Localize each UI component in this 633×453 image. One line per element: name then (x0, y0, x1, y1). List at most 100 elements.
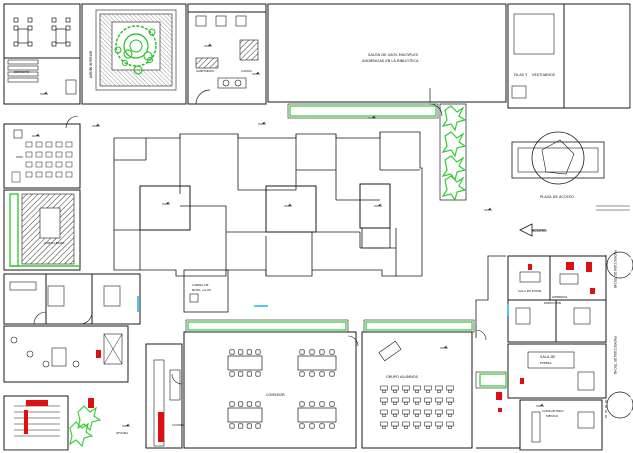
patio-tables (13, 17, 71, 47)
desk-icon (380, 385, 388, 393)
chair-icon (229, 349, 235, 355)
label-oficina: OFICINA (116, 431, 129, 435)
desk-icon (424, 421, 432, 429)
label-filas-1: FILAS Y (514, 73, 528, 77)
cocina (145, 343, 183, 449)
desk-icon (380, 397, 388, 405)
chair-icon (319, 401, 325, 407)
filas-vestuarios (507, 3, 631, 109)
desk-icon (413, 409, 421, 417)
chair-icon (246, 401, 252, 407)
label-jardin: JARDÍN INTERIOR (88, 50, 93, 79)
desk-icon (402, 421, 410, 429)
chair-icon (246, 371, 252, 377)
comedor-tables (227, 355, 337, 423)
desk-icon (446, 385, 454, 393)
label-consultorio-2: MÉDICO (546, 413, 559, 418)
chair-icon (329, 423, 335, 429)
comedor-chairs (229, 349, 335, 429)
north-arrow-icon (519, 223, 546, 237)
desk-icon (413, 421, 421, 429)
label-acceso: ACCESO (532, 229, 547, 233)
chair-icon (255, 401, 261, 407)
label-caballeriza: CABALLERIZA (44, 241, 66, 245)
label-salon-2: AUDIENCIAS EN LA BIBLIOTECA (362, 59, 419, 63)
top-left-patio (3, 3, 81, 105)
label-filas-2: VESTUARIOS (532, 73, 556, 77)
chair-icon (299, 349, 305, 355)
chair-icon (309, 401, 315, 407)
salon-usos-multiples (267, 3, 507, 103)
grupo-alumnos (361, 319, 475, 449)
label-proyeccion-bottom: PROYECCIÓN DE TECHO (613, 336, 618, 375)
desk-icon (380, 421, 388, 429)
label-consultorio-1: CONSULTORIO (542, 409, 564, 413)
chair-icon (255, 371, 261, 377)
section-tags (31, 43, 545, 427)
desk-icon (446, 397, 454, 405)
chair-icon (246, 423, 252, 429)
chair-icon (238, 401, 244, 407)
desk-icon (402, 409, 410, 417)
planter-strip (287, 103, 467, 201)
label-sala-de: SALA DE (540, 355, 556, 359)
chair-icon (319, 423, 325, 429)
label-deposito: DEPÓSITO (14, 69, 30, 74)
desk-icon (446, 421, 454, 429)
label-espera: ESPERA (540, 361, 552, 365)
chair-icon (299, 423, 305, 429)
bathrooms (3, 325, 129, 383)
chair-icon (309, 423, 315, 429)
deposito-hatched (3, 189, 81, 271)
desk-icon (435, 397, 443, 405)
desk-icon (435, 421, 443, 429)
desk-icon (391, 421, 399, 429)
desk-icon (424, 385, 432, 393)
chair-icon (255, 423, 261, 429)
chair-icon (299, 371, 305, 377)
desk-icon (402, 397, 410, 405)
desk-icon (391, 409, 399, 417)
label-cabina: CABINA DE (192, 283, 209, 287)
red-elements (24, 262, 595, 442)
chair-icon (238, 349, 244, 355)
label-grupo-alumnos: GRUPO ALUMNOS (386, 375, 419, 379)
desk-icon (413, 385, 421, 393)
chair-icon (229, 401, 235, 407)
vegetation (9, 49, 507, 448)
chair-icon (329, 371, 335, 377)
consultorio-block (519, 399, 603, 451)
desk-icon (391, 385, 399, 393)
chair-icon (309, 371, 315, 377)
chair-icon (229, 371, 235, 377)
plaza-acceso (511, 131, 630, 211)
chair-icon (238, 371, 244, 377)
gerencia-block (507, 255, 607, 343)
room-labels: SALÓN DE USOS MÚLTIPLES AUDIENCIAS EN LA… (14, 50, 618, 435)
chair-icon (246, 349, 252, 355)
desk-icon (391, 397, 399, 405)
chair-icon (329, 349, 335, 355)
chair-icon (309, 349, 315, 355)
hall-right (475, 255, 520, 449)
chair-icon (238, 423, 244, 429)
aula-left (3, 123, 81, 189)
desk-icon (402, 385, 410, 393)
chair-icon (319, 349, 325, 355)
label-proyeccion-top: PROYECCIÓN DE TECHO (613, 250, 618, 289)
desk-icon (446, 409, 454, 417)
chair-icon (319, 371, 325, 377)
desk-icon (413, 397, 421, 405)
desk-icon (380, 409, 388, 417)
chair-icon (329, 401, 335, 407)
label-camas: CAMAS (241, 69, 252, 73)
main-hall (113, 131, 423, 277)
cyan-accents (137, 296, 509, 316)
label-sanitarios: SANITARIOS (196, 69, 214, 73)
desk-icon (435, 409, 443, 417)
desk-icon (435, 385, 443, 393)
chair-icon (299, 401, 305, 407)
direccion-block (507, 343, 607, 399)
jardin-interior (81, 3, 187, 105)
